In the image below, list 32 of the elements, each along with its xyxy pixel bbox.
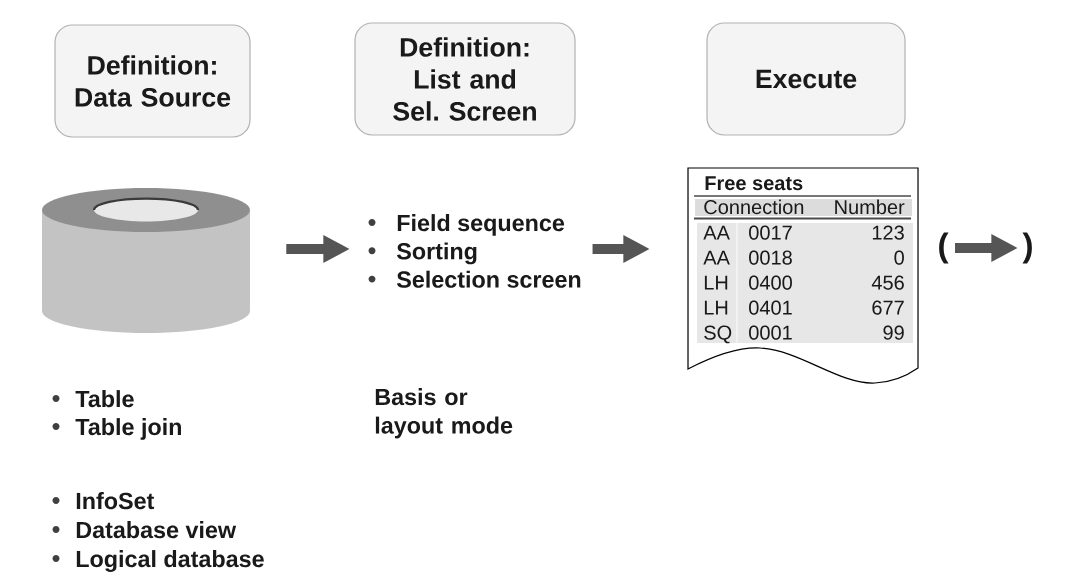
list-item: Selection screen [396,270,581,288]
seat-count: 456 [871,275,904,290]
seat-count: 677 [872,300,904,315]
list-item: Table [75,390,134,408]
carrier-code: SQ [704,325,732,344]
carrier-code: AA [703,225,730,240]
list-item: Sorting [396,242,477,265]
seat-count: 99 [883,325,904,340]
report-title: Free seats [705,176,803,191]
database-cylinder [42,188,250,333]
list-item: Field sequence [397,214,565,236]
connection-number: 0017 [749,225,792,240]
step-box: Definition: List and Sel. Screen [354,22,576,136]
list-item: Database view [76,521,237,539]
step-box: Definition: Data Source [54,24,251,138]
note-text: Basis or layout mode [375,388,513,439]
list-item: Logical database [76,550,264,572]
column-heading: Number [835,199,905,215]
connection-number: 0018 [749,250,792,265]
connection-number: 0001 [749,325,792,340]
list-item: InfoSet [76,492,155,510]
column-heading: Connection [704,199,804,215]
seat-count: 123 [872,225,904,240]
seat-count: 0 [894,250,904,265]
parenthesis: ) [1022,232,1032,264]
carrier-code: LH [704,275,728,290]
list-item: Table join [75,418,181,440]
step-box: Execute [706,22,906,136]
carrier-code: LH [704,300,728,315]
connection-number: 0401 [749,300,792,315]
carrier-code: AA [703,250,730,265]
connection-number: 0400 [749,275,792,290]
